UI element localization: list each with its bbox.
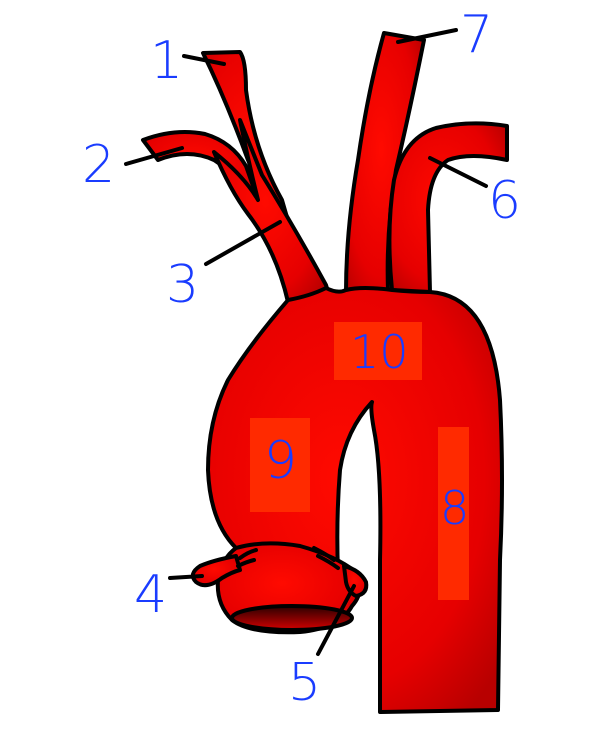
leader-7 xyxy=(396,28,458,44)
vessel-coronary-stub-right xyxy=(342,564,369,598)
root-detail-stroke-right-2 xyxy=(316,554,340,570)
label-9: 9 xyxy=(264,431,297,491)
leader-6 xyxy=(428,156,488,188)
label-box-8 xyxy=(438,427,469,600)
label-5: 5 xyxy=(288,653,321,713)
leader-4 xyxy=(168,574,204,580)
label-box-9 xyxy=(250,418,310,512)
vessel-aortic-arch xyxy=(206,286,504,714)
leader-5 xyxy=(316,584,356,656)
leader-2 xyxy=(124,146,184,166)
label-3: 3 xyxy=(166,255,199,315)
label-1: 1 xyxy=(150,31,183,91)
label-6: 6 xyxy=(488,171,521,231)
aortic-root-opening xyxy=(230,604,354,632)
label-box-10 xyxy=(334,322,422,380)
root-detail-stroke-left xyxy=(238,548,258,560)
leader-3 xyxy=(204,220,282,266)
vessel-left-subclavian xyxy=(387,121,509,294)
label-8: 8 xyxy=(440,481,469,535)
label-2: 2 xyxy=(82,135,115,195)
root-detail-stroke-right xyxy=(312,546,336,562)
leader-1 xyxy=(182,54,226,66)
label-7: 7 xyxy=(460,5,493,65)
label-4: 4 xyxy=(134,565,167,625)
root-detail-stroke-left-2 xyxy=(236,558,256,568)
vessel-brachiocephalic xyxy=(212,118,330,304)
vessel-coronary-stub-left xyxy=(190,554,242,588)
label-10: 10 xyxy=(350,325,409,379)
